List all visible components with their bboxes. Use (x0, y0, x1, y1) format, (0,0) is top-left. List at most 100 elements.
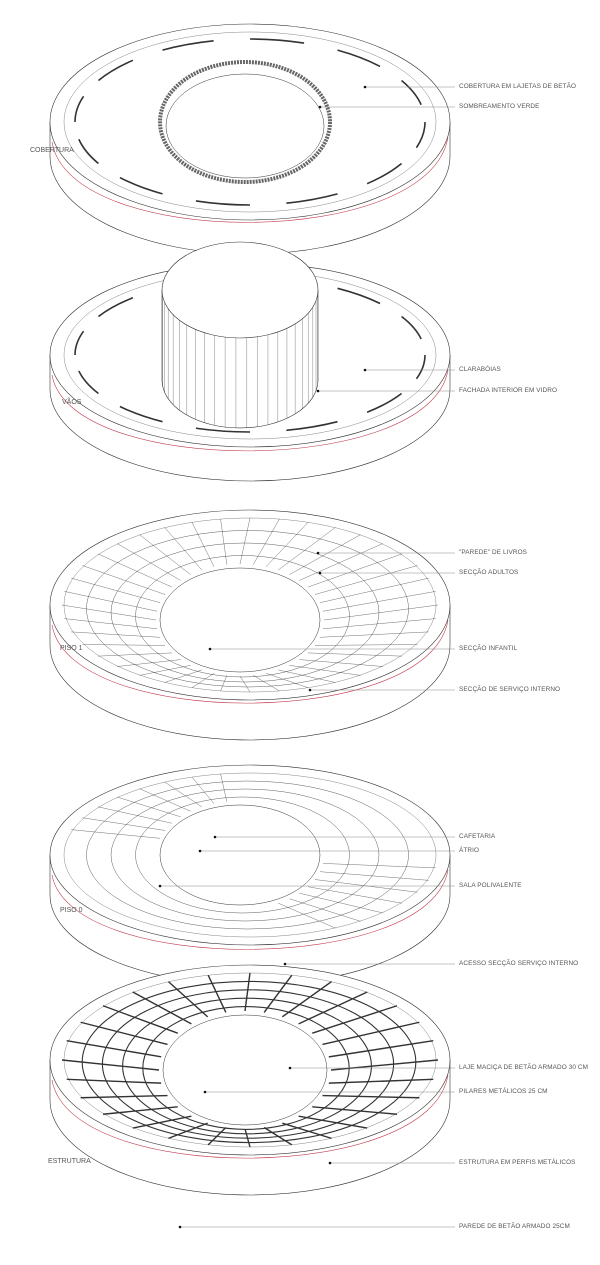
callout-label: FACHADA INTERIOR EM VIDRO (459, 387, 558, 394)
skylight (286, 420, 338, 432)
steel-beam (298, 991, 368, 1025)
furniture-row (299, 543, 384, 581)
ring-beam (81, 980, 417, 1144)
layer-label: ESTRUTURA (48, 1158, 91, 1165)
layer-v-os (49, 241, 455, 482)
steel-beam (102, 1106, 178, 1115)
leader-dot (158, 884, 162, 888)
furniture-row (64, 618, 158, 629)
layer-piso-1 (49, 509, 455, 741)
leader-dot (363, 85, 367, 89)
furniture-row (82, 565, 166, 595)
layer-label: COBERTURA (30, 147, 74, 154)
furniture-row (97, 652, 173, 657)
furniture-row (191, 673, 215, 688)
skylight (337, 49, 381, 68)
shelf-ring (86, 530, 409, 688)
courtyard (159, 567, 321, 673)
steel-beam (132, 991, 192, 1025)
furniture-row (319, 871, 429, 881)
skylight (249, 38, 305, 44)
callout-label: CLARABÓIAS (459, 366, 501, 373)
furniture-row (116, 543, 181, 581)
steel-beam (263, 974, 293, 1013)
skylight (286, 193, 338, 204)
steel-beam (132, 1115, 192, 1129)
callout-label: SECÇÃO DE SERVIÇO INTERNO (459, 686, 561, 693)
steel-beam (312, 1106, 398, 1115)
furniture-row (64, 591, 158, 612)
steel-beam (312, 1005, 398, 1034)
courtyard (162, 1014, 328, 1126)
slab-inner-edge (63, 31, 437, 213)
skylight (74, 95, 85, 123)
shelf-ring (110, 788, 380, 922)
furniture-row (97, 553, 173, 588)
furniture-row (322, 618, 436, 629)
leader-dot (316, 389, 320, 393)
furniture-row (164, 669, 202, 683)
skylight (162, 40, 214, 51)
furniture-row (71, 577, 161, 603)
layer-cobertura (49, 23, 455, 255)
steel-beam (167, 981, 209, 1018)
leader-dot (198, 849, 202, 853)
furniture-row (322, 863, 436, 869)
furniture-row (239, 675, 251, 693)
callout-label: ACESSO SECÇÃO SERVIÇO INTERNO (459, 960, 579, 967)
callout-label: SECÇÃO INFANTIL (459, 645, 518, 652)
callout-label: "PAREDE" DE LIVROS (459, 549, 528, 556)
steel-beam (207, 974, 227, 1013)
furniture-row (314, 644, 418, 646)
skylight (401, 79, 422, 106)
furniture-row (323, 604, 439, 621)
skylight (97, 297, 134, 318)
furniture-row (220, 773, 228, 802)
furniture-row (265, 522, 309, 567)
ring-beam (101, 989, 395, 1139)
skylight (415, 354, 426, 380)
callout-label: SECÇÃO ADULTOS (459, 569, 519, 576)
callout-label: CAFETARIA (459, 833, 496, 840)
skylight (415, 121, 426, 149)
furniture-row (61, 604, 157, 621)
callout-label: COBERTURA EM LAJETAS DE BETÃO (459, 83, 577, 90)
furniture-row (239, 517, 251, 565)
shelf-ring (86, 780, 409, 930)
furniture-row (278, 669, 336, 683)
leader-dot (308, 688, 312, 692)
courtyard (159, 804, 321, 906)
steel-beam (244, 972, 251, 1012)
ring-beam (122, 997, 372, 1135)
furniture-row (82, 644, 166, 646)
furniture-row (139, 788, 191, 812)
roof-opening (165, 73, 325, 179)
furniture-row (117, 796, 181, 817)
callout-label: PILARES METÁLICOS 25 CM (459, 1088, 548, 1095)
furniture-row (307, 886, 403, 904)
callout-label: ESTRUTURA EM PERFIS METÁLICOS (459, 1159, 576, 1166)
leader-dot (328, 1161, 332, 1165)
leader-dot (203, 1090, 207, 1094)
furniture-row (252, 518, 280, 565)
furniture-row (278, 527, 336, 571)
leader-dot (288, 1066, 292, 1070)
steel-beam (102, 1005, 179, 1034)
furniture-row (319, 577, 429, 603)
glass-facade-top (161, 241, 319, 339)
furniture-row (71, 829, 161, 839)
furniture-row (82, 817, 166, 831)
callout-label: LAJE MACIÇA DE BETÃO ARMADO 30 CM (459, 1064, 589, 1071)
furniture-row (289, 898, 361, 922)
skylight (78, 138, 99, 165)
furniture-row (299, 659, 383, 667)
leader-dot (363, 368, 367, 372)
furniture-row (220, 675, 228, 691)
furniture-row (253, 675, 280, 692)
furniture-row (307, 553, 403, 588)
furniture-row (319, 631, 429, 638)
skylight (195, 200, 251, 206)
furniture-row (71, 631, 161, 638)
furniture-row (307, 652, 403, 657)
furniture-row (191, 522, 215, 567)
